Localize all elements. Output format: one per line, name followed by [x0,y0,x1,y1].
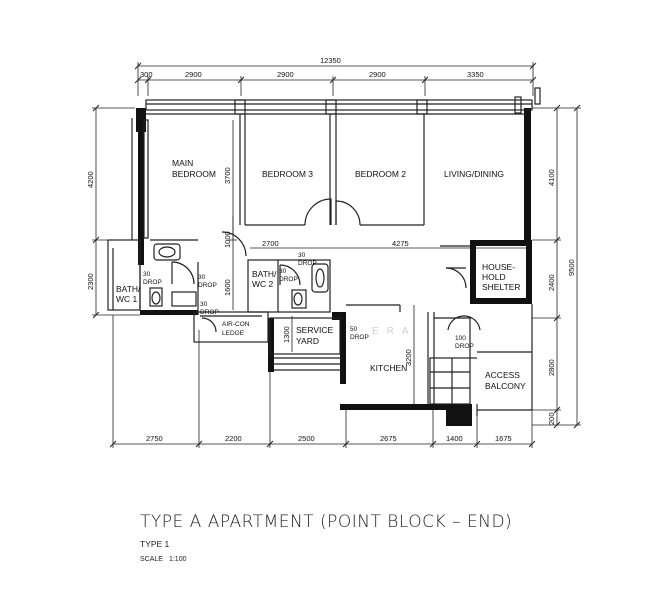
dim-overall-width: 12350 [320,56,341,65]
room-aircon-ledge: AIR-CON LEDGE [222,321,251,337]
dim-bottom: 1675 [495,434,512,443]
room-living-dining: LIVING/DINING [444,169,504,179]
dim-left: 2300 [86,273,95,290]
dim-inner: 3200 [404,349,413,366]
dim-bottom: 2200 [225,434,242,443]
room-access-balcony: ACCESS BALCONY [485,370,526,391]
room-kitchen: KITCHEN [370,363,407,373]
watermark: ERA [372,326,417,337]
walls [136,108,532,426]
dim-right: 4100 [547,169,556,186]
room-household-shelter: HOUSE- HOLD SHELTER [482,262,521,292]
dim-inner: 1300 [282,326,291,343]
dimension-ticks [92,62,581,448]
room-bath-wc-1: BATH/ WC 1 [116,284,143,304]
room-bedroom-2: BEDROOM 2 [355,169,406,179]
partitions [107,87,541,416]
dim-top: 300 [140,70,153,79]
dim-top: 3350 [467,70,484,79]
dim-inner: 1000 [223,231,232,248]
dim-overall-height: 9500 [567,259,576,276]
dim-inner: 1600 [223,279,232,296]
room-service-yard: SERVICE YARD [296,325,336,346]
dim-bottom: 2500 [298,434,315,443]
dim-top: 2900 [185,70,202,79]
dim-top: 2900 [277,70,294,79]
room-labels: MAIN BEDROOM BEDROOM 3 BEDROOM 2 LIVING/… [116,158,526,391]
plan-scale: SCALE 1:100 [140,556,512,563]
dim-right: 2400 [547,274,556,291]
scale-label: SCALE [140,556,163,563]
room-bath-wc-2: BATH/ WC 2 [252,269,279,289]
plan-title: TYPE A APARTMENT (POINT BLOCK – END) [140,512,513,532]
dim-bottom: 1400 [446,434,463,443]
scale-value: 1:100 [168,556,187,563]
dim-inner: 4275 [392,239,409,248]
dim-right: 200 [547,412,556,425]
dimension-labels: 12350 300 2900 2900 2900 3350 2750 2200 … [86,56,576,443]
dim-inner: 2700 [262,239,279,248]
dimension-lines [92,62,581,448]
plan-type: TYPE 1 [140,539,170,549]
dim-top: 2900 [369,70,386,79]
room-main-bedroom: MAIN BEDROOM [172,158,216,179]
room-bedroom-3: BEDROOM 3 [262,169,313,179]
title-block: TYPE A APARTMENT (POINT BLOCK – END) TYP… [140,512,512,563]
dim-inner: 3700 [223,167,232,184]
dim-left: 4200 [86,171,95,188]
dim-right: 2800 [547,359,556,376]
dim-bottom: 2750 [146,434,163,443]
dim-bottom: 2675 [380,434,397,443]
